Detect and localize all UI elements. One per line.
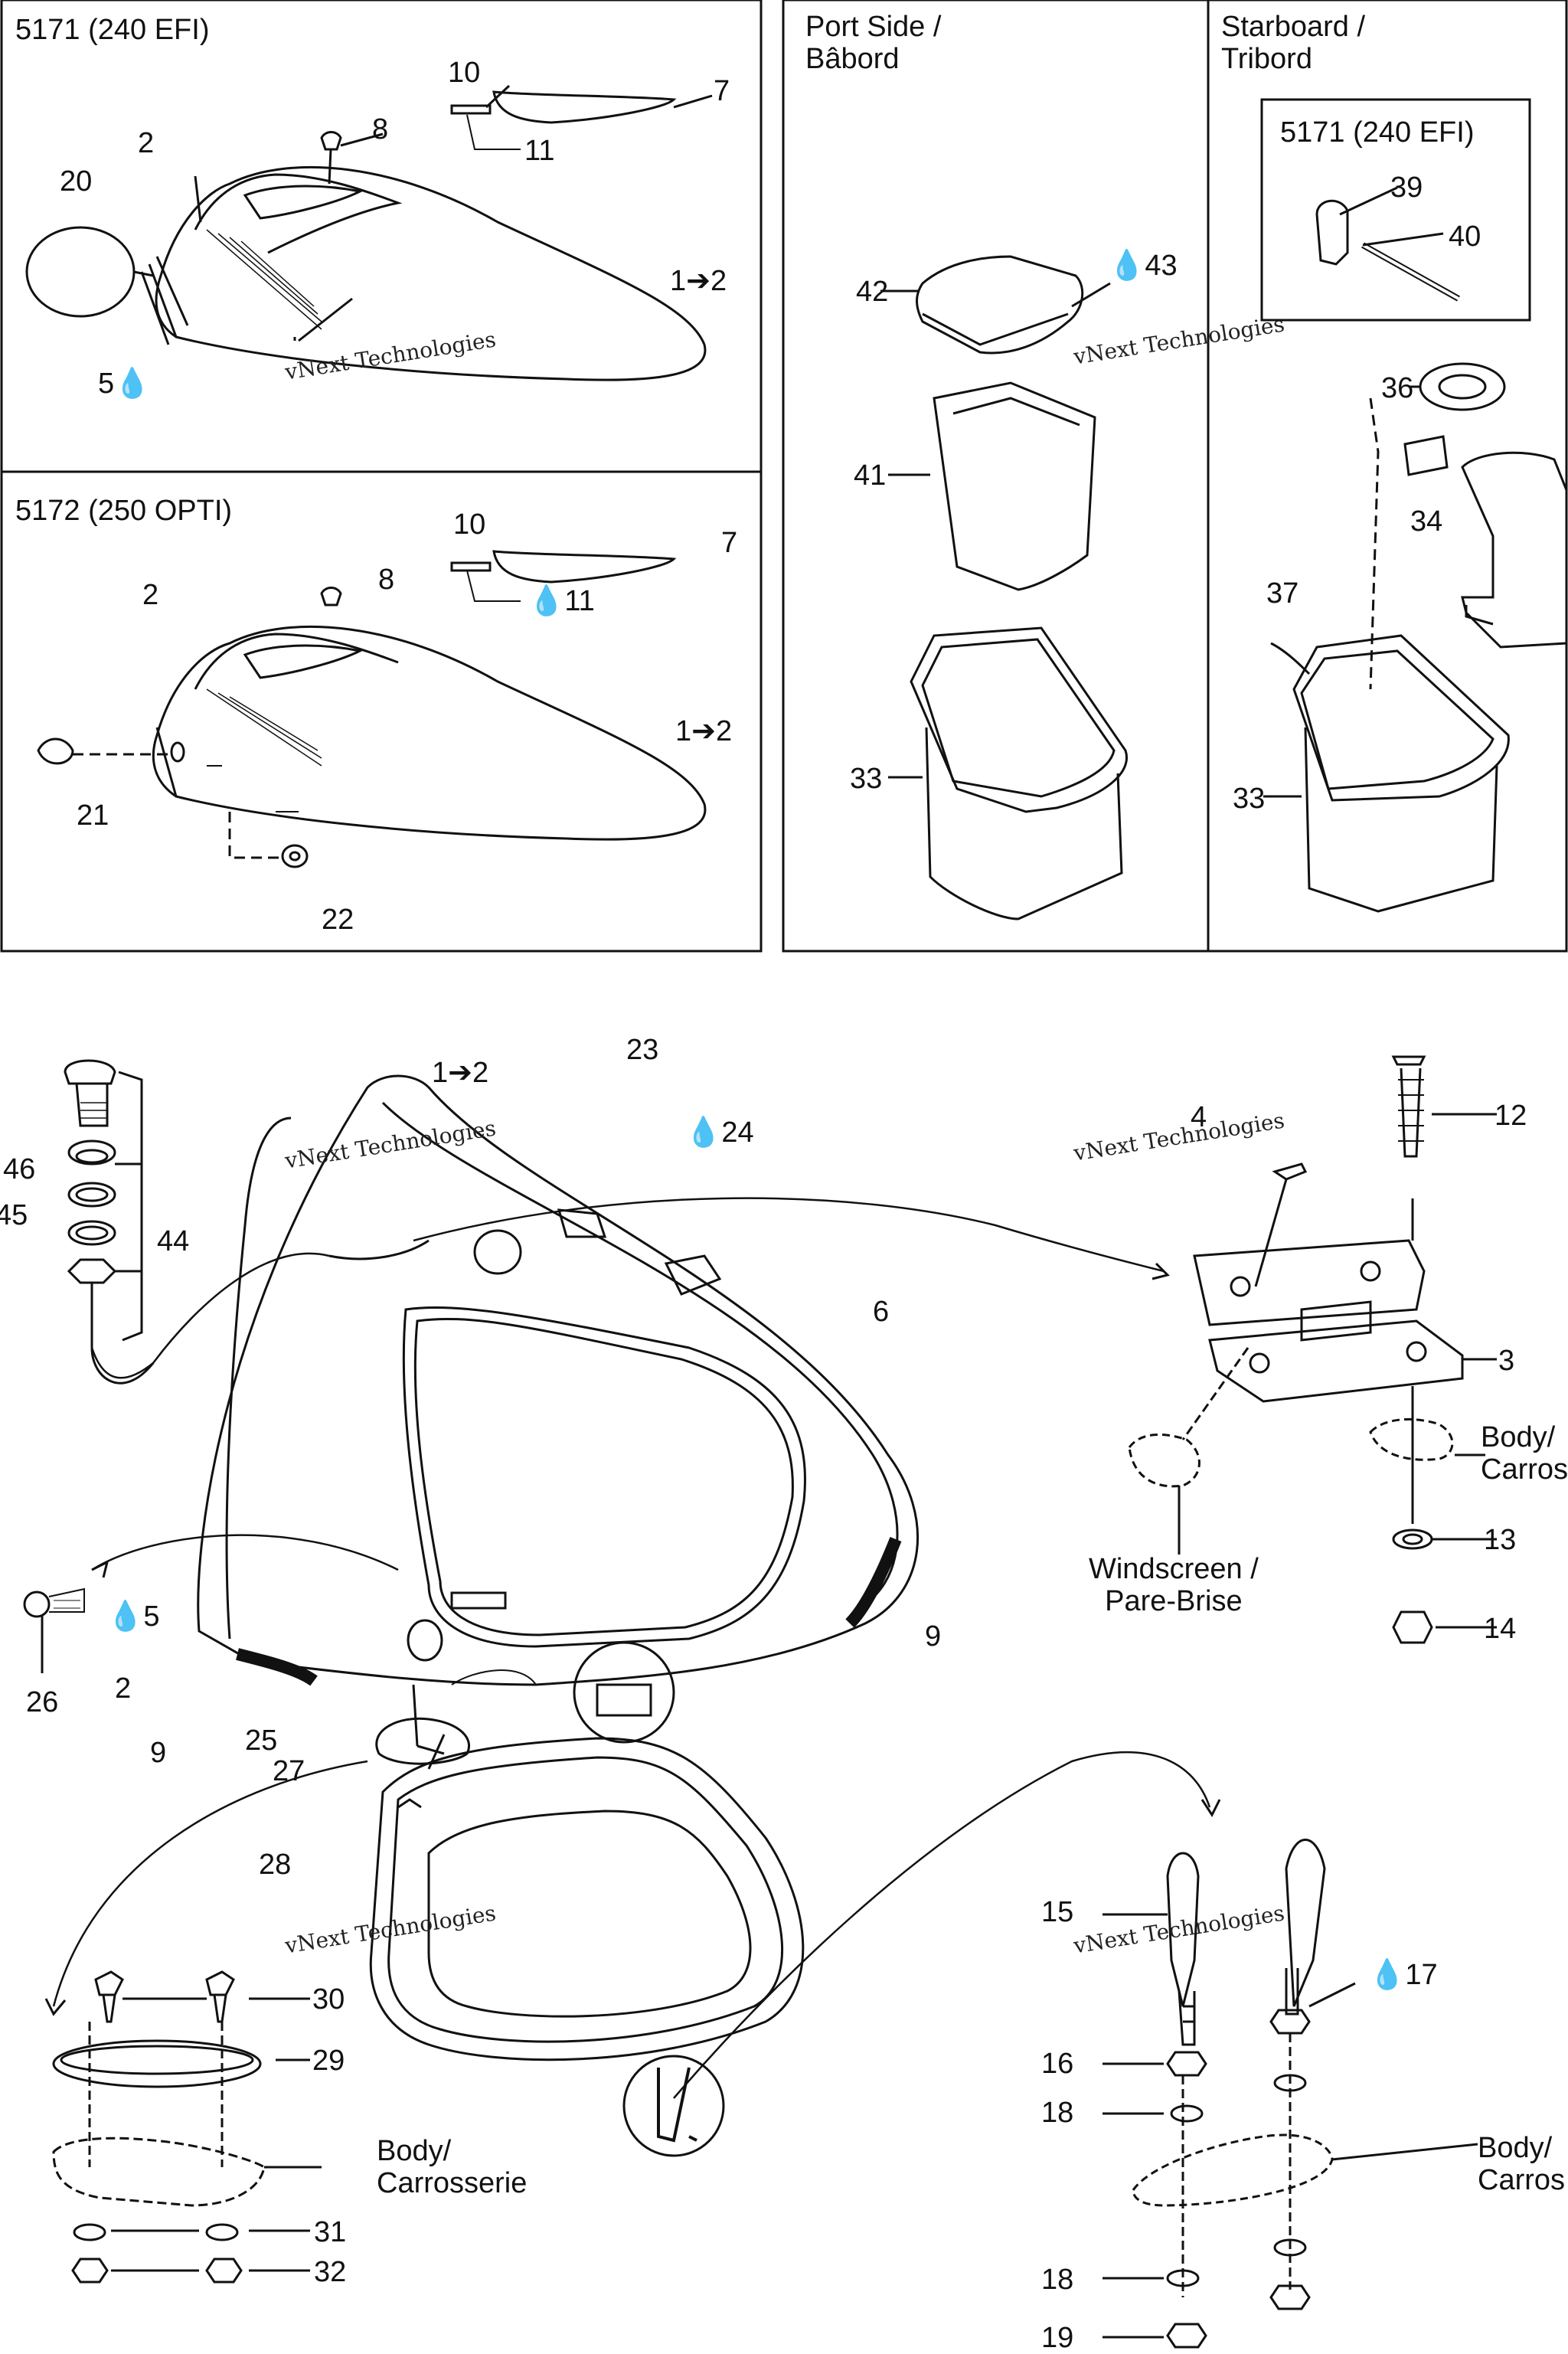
hatch-assembly-drawing [44,1074,1221,2157]
panel-frame-efi [0,0,763,473]
callout-5: 5💧 [98,368,151,400]
label-body-carrosserie: Body/ Carros [1481,1421,1568,1486]
callout-14: 14 [1484,1613,1517,1645]
cup-holder-drawing [52,1970,322,2284]
panel-header-starboard: Starboard / Tribord [1221,11,1365,75]
callout-9: 9 [925,1620,942,1653]
callout-11: 11 [524,135,555,167]
callout-1-to-2: 1➔2 [670,265,727,297]
callout-7: 7 [714,75,730,107]
port-side-drawing [880,255,1128,920]
callout-36: 36 [1381,372,1414,404]
callout-24: 💧24 [685,1117,754,1149]
callout-2: 2 [142,579,159,611]
callout-27: 27 [273,1755,305,1787]
callout-31: 31 [314,2216,347,2248]
callout-15: 15 [1041,1896,1074,1928]
callout-32: 32 [314,2256,347,2288]
label-body-carrosserie: Body/ Carros [1478,2132,1566,2196]
callout-46: 46 [3,1153,36,1185]
callout-17: 💧17 [1369,1959,1438,1991]
callout-23: 23 [626,1034,659,1066]
label-windscreen: Windscreen / Pare-Brise [1089,1553,1259,1617]
callout-33: 33 [1233,783,1266,815]
panel-header-efi: 5171 (240 EFI) [15,14,210,46]
drain-plug-drawing [64,1059,155,1385]
callout-2: 2 [138,127,155,159]
callout-45: 45 [0,1199,28,1231]
callout-33: 33 [850,763,883,795]
callout-30: 30 [312,1983,345,2016]
callout-37: 37 [1266,577,1299,610]
callout-42: 42 [856,276,889,308]
callout-16: 16 [1041,2048,1074,2080]
callout-28: 28 [259,1849,292,1881]
callout-1-to-2: 1➔2 [675,715,733,747]
callout-11: 💧11 [528,585,595,617]
panel-frame-port [782,0,1210,953]
callout-8: 8 [378,564,395,596]
callout-22: 22 [322,904,354,936]
label-body-carrosserie: Body/ Carrosserie [377,2135,528,2199]
inset-frame-efi [1260,98,1531,322]
callout-21: 21 [77,799,109,832]
callout-10: 10 [453,508,486,541]
callout-1-to-2: 1➔2 [432,1057,489,1089]
callout-12: 12 [1494,1100,1527,1132]
callout-3: 3 [1498,1345,1515,1377]
callout-40: 40 [1449,221,1481,253]
callout-34: 34 [1410,505,1443,538]
callout-7: 7 [721,527,738,559]
callout-25: 25 [245,1725,278,1757]
hinge-drawing [1128,1055,1497,1644]
latch-drawing [1102,1839,1478,2349]
screw-26-drawing [23,1587,85,1673]
callout-5: 💧5 [107,1600,160,1633]
callout-8: 8 [372,113,389,145]
seat-opti-drawing [37,550,707,868]
callout-41: 41 [854,459,887,492]
callout-26: 26 [26,1686,59,1718]
callout-9: 9 [150,1737,167,1769]
panel-header-opti: 5172 (250 OPTI) [15,495,233,527]
callout-19: 19 [1041,2322,1074,2354]
callout-2: 2 [115,1672,132,1705]
seat-efi-drawing [25,84,713,381]
callout-39: 39 [1390,172,1423,204]
callout-43: 💧43 [1109,250,1178,282]
callout-44: 44 [157,1225,190,1257]
callout-13: 13 [1484,1524,1517,1556]
callout-18: 18 [1041,2264,1074,2296]
callout-20: 20 [60,165,93,198]
callout-10: 10 [448,57,481,89]
starboard-side-drawing [1263,186,1568,913]
panel-frame-starboard [1207,0,1568,953]
callout-18: 18 [1041,2097,1074,2129]
inset-header-efi: 5171 (240 EFI) [1280,116,1475,149]
callout-4: 4 [1191,1101,1207,1133]
panel-header-port: Port Side / Bâbord [805,11,942,75]
callout-6: 6 [873,1296,890,1328]
callout-29: 29 [312,2045,345,2077]
panel-frame-opti [0,470,763,953]
